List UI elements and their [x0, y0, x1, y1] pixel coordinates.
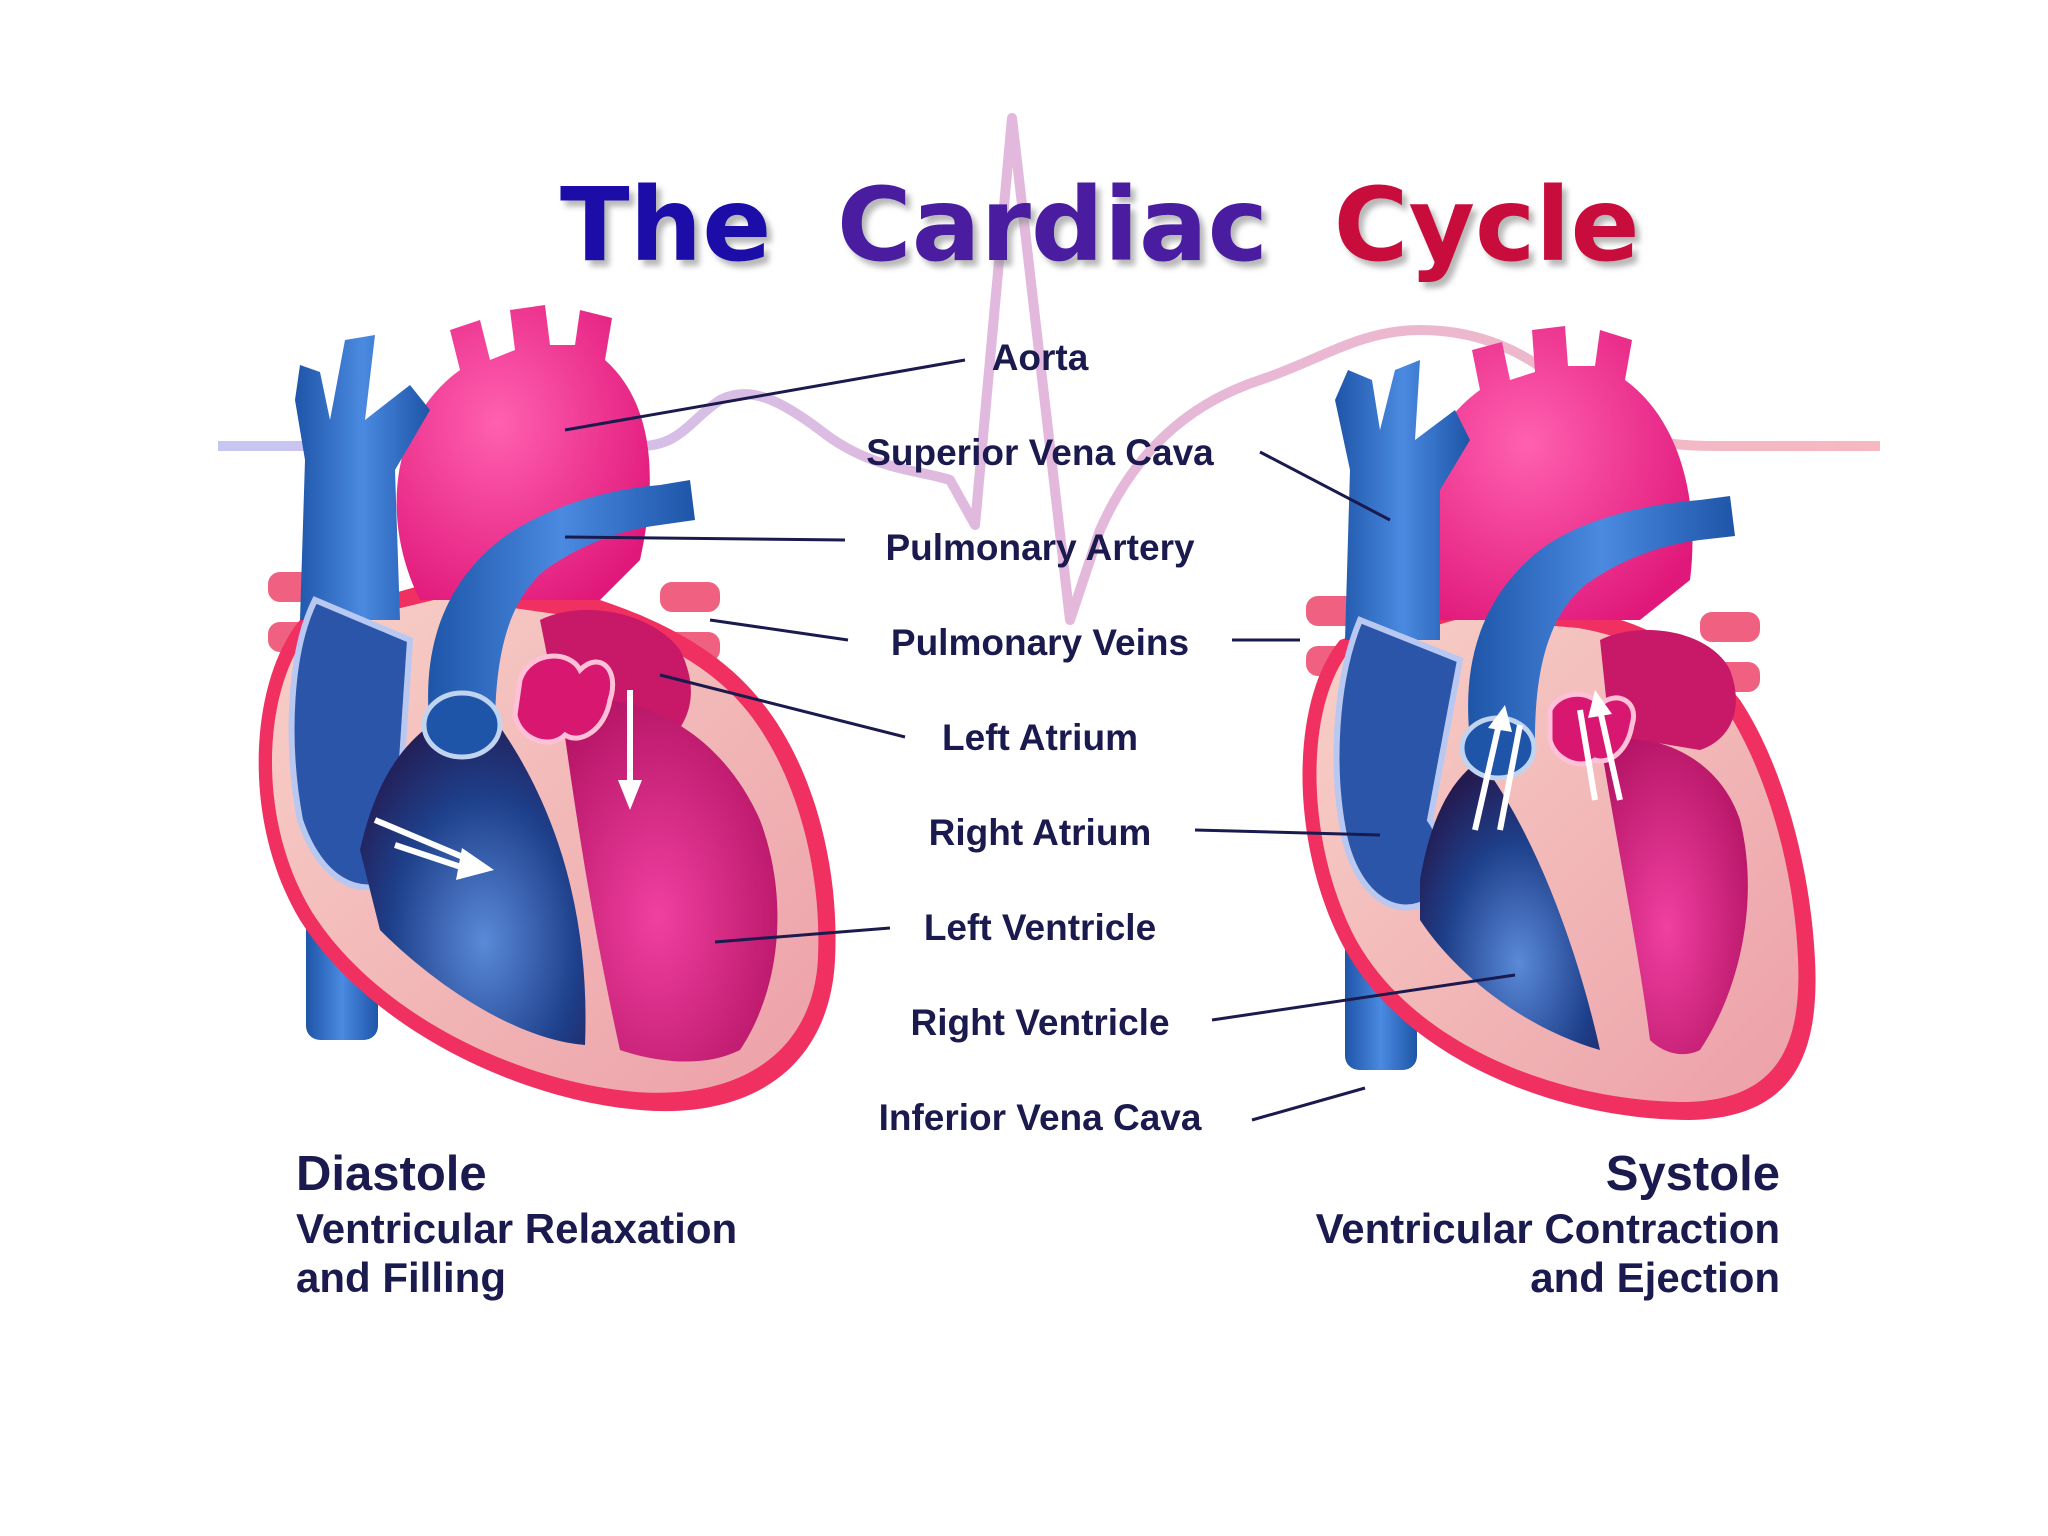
- pulmonary-artery-shape: [428, 480, 695, 730]
- systole-heading: Systole: [1606, 1147, 1780, 1201]
- label-left-ventricle: Left Ventricle: [924, 907, 1156, 948]
- label-inferior-vena-cava: Inferior Vena Cava: [879, 1097, 1202, 1138]
- systole-subtitle-line1: Ventricular Contraction: [1316, 1205, 1780, 1252]
- mitral-valve-shape: [1547, 691, 1636, 767]
- superior-vena-cava-shape: [295, 335, 430, 620]
- svg-text:The Cardiac Cycle: The Cardiac Cycle: [560, 166, 1640, 285]
- left-ventricle-shape: [1600, 738, 1748, 1055]
- pulmonary-vein-stub: [660, 582, 720, 612]
- diastole-heart: [258, 305, 836, 1112]
- systole-subtitle-line2: and Ejection: [1530, 1254, 1780, 1301]
- superior-vena-cava-shape: [1335, 360, 1470, 640]
- right-ventricle-shape: [1420, 760, 1600, 1050]
- title-word-the: The: [560, 166, 771, 285]
- title-word-cardiac: Cardiac: [837, 166, 1268, 285]
- diastole-caption: Diastole Ventricular Relaxation and Fill…: [296, 1147, 737, 1301]
- leader-left-ventricle: [714, 926, 891, 944]
- structure-labels: Aorta Superior Vena Cava Pulmonary Arter…: [866, 337, 1214, 1138]
- leader-right-ventricle: [1211, 973, 1516, 1022]
- left-ventricle-shape: [560, 698, 778, 1062]
- leader-lines: [564, 358, 1516, 1122]
- diastole-heading: Diastole: [296, 1147, 487, 1201]
- label-pulmonary-veins: Pulmonary Veins: [891, 622, 1189, 663]
- label-right-atrium: Right Atrium: [929, 812, 1152, 853]
- blood-flow-arrows: [1472, 690, 1623, 831]
- title-word-cycle: Cycle: [1334, 166, 1640, 285]
- leader-pulmonary-artery: [564, 535, 846, 542]
- label-superior-vena-cava: Superior Vena Cava: [866, 432, 1214, 473]
- pulmonary-valve-shape: [421, 690, 503, 760]
- pulmonary-vein-stub: [1700, 612, 1760, 642]
- leader-aorta: [564, 358, 966, 432]
- leader-left-atrium: [659, 673, 906, 739]
- leader-pulmonary-veins-left: [709, 618, 849, 642]
- blood-flow-arrows: [373, 690, 642, 880]
- title: The Cardiac Cycle: [560, 166, 1640, 285]
- mitral-valve-shape: [512, 653, 616, 745]
- leader-inferior-vena-cava: [1251, 1086, 1366, 1122]
- label-left-atrium: Left Atrium: [942, 717, 1138, 758]
- label-right-ventricle: Right Ventricle: [910, 1002, 1169, 1043]
- leader-superior-vena-cava: [1259, 450, 1391, 522]
- systole-caption: Systole Ventricular Contraction and Ejec…: [1316, 1147, 1780, 1301]
- leader-right-atrium: [1194, 828, 1381, 837]
- diastole-subtitle-line2: and Filling: [296, 1254, 506, 1301]
- label-pulmonary-artery: Pulmonary Artery: [885, 527, 1195, 568]
- diastole-subtitle-line1: Ventricular Relaxation: [296, 1205, 737, 1252]
- label-aorta: Aorta: [992, 337, 1089, 378]
- systole-heart: [1302, 326, 1816, 1120]
- pulmonary-artery-shape: [1468, 496, 1735, 740]
